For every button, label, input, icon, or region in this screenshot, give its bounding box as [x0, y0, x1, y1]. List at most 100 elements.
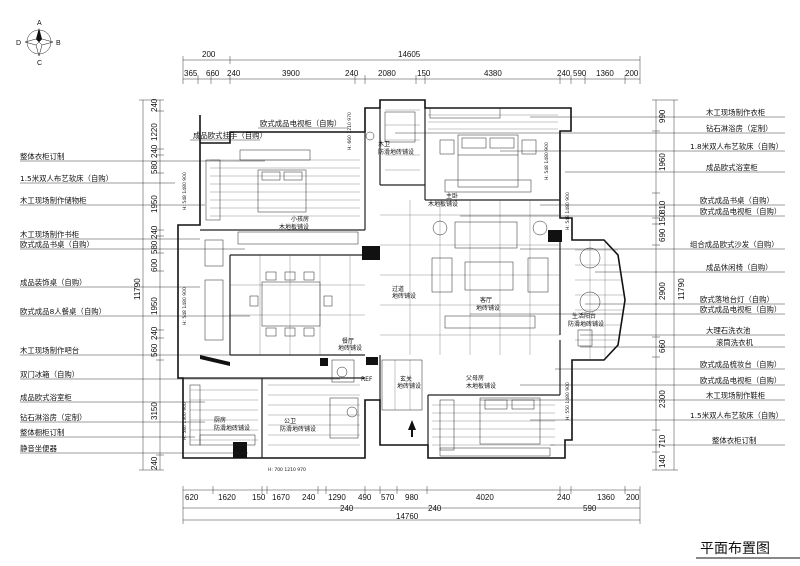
label-left-4: 木工现场制作书柜: [20, 230, 80, 239]
top-dim-12: 200: [625, 69, 639, 78]
height-tag-5: H: 548 1480 900: [565, 192, 571, 230]
compass-north-label: A: [37, 20, 42, 27]
room-second-bed-name: 父母房: [466, 374, 484, 382]
right-dimension-lines: 990 1960 810 150 690 2900 660 2300 710 1…: [652, 99, 686, 471]
room-balcony-name: 生活阳台: [572, 312, 596, 320]
label-left-7: 欧式成品8人餐桌（自购）: [20, 307, 106, 316]
height-tags: H: 660 1210 970 H: 548 1480 900 H: 548 1…: [182, 112, 571, 473]
bottom-dim-r2-2: 240: [428, 504, 442, 513]
right-dim-8: 2300: [658, 390, 667, 408]
height-tag-2: H: 548 1480 900: [182, 172, 188, 210]
room-living-name: 客厅: [480, 296, 492, 304]
height-tag-8: H: 700 1210 970: [268, 467, 306, 473]
right-dim-total: 11790: [677, 278, 686, 300]
label-right-1: 木工现场制作衣柜: [706, 108, 766, 117]
top-dimension-lines: 200 14605 365 660 240 3900 240 2080 150 …: [182, 50, 641, 84]
label-left-11: 钻石淋浴房（定制）: [20, 413, 87, 422]
label-left-2: 1.5米双人布艺软床（自购）: [20, 174, 113, 183]
furniture: [189, 107, 601, 457]
room-master-floor: 木地板铺设: [428, 200, 458, 208]
right-dim-1: 990: [658, 109, 667, 123]
room-corridor-floor: 地砖铺设: [392, 292, 416, 300]
left-dim-8: 600: [150, 258, 159, 272]
label-right-13: 欧式成品梳妆台（自购）: [700, 360, 781, 369]
right-dim-6: 2900: [658, 282, 667, 300]
right-dim-7: 660: [658, 339, 667, 353]
left-dim-1: 240: [150, 98, 159, 112]
bottom-dimension-lines: 620 1620 150 1670 240 1290 490 570 980 4…: [182, 486, 641, 524]
bottom-dim-1: 620: [185, 493, 199, 502]
label-right-4: 成品欧式浴室柜: [706, 163, 758, 172]
left-dim-13: 240: [150, 456, 159, 470]
right-dim-9: 710: [658, 434, 667, 448]
height-tag-7: H: 550 1480 900: [565, 382, 571, 420]
top-dim-11: 1360: [596, 69, 614, 78]
left-annotations: 整体衣柜订制 1.5米双人布艺软床（自购） 木工现场制作储物柜 木工现场制作书柜…: [20, 152, 340, 454]
left-dim-10: 240: [150, 326, 159, 340]
bottom-dim-total: 14760: [396, 512, 419, 521]
label-left-6: 成品装饰桌（自购）: [20, 278, 87, 287]
floor-patterns: [190, 109, 624, 446]
room-bathroom-floor: 防滑地砖铺设: [280, 425, 316, 433]
compass-west-label: D: [16, 40, 21, 47]
bottom-dim-8: 570: [381, 493, 395, 502]
label-right-8: 成品休闲椅（自购）: [706, 263, 773, 272]
top-dim-4: 3900: [282, 69, 300, 78]
top-dim-7: 150: [417, 69, 431, 78]
room-kitchen-name: 厨房: [214, 416, 226, 424]
label-right-17: 整体衣柜订制: [712, 436, 756, 445]
label-right-15: 木工现场制作鞋柜: [706, 391, 766, 400]
height-tag-4: H: 548 1480 900: [182, 287, 188, 325]
left-dim-5: 1950: [150, 195, 159, 213]
room-second-bed-floor: 木地板铺设: [466, 382, 496, 390]
room-entrance-floor: 地砖铺设: [397, 382, 421, 390]
room-labels: 木卫 防滑地砖铺设 主卧 木地板铺设 小孩房 木地板铺设 过道 地砖铺设 客厅 …: [214, 140, 604, 433]
right-dim-4: 150: [658, 212, 667, 226]
top-dim-total: 14605: [398, 50, 421, 59]
right-dim-3: 810: [658, 200, 667, 214]
bottom-dim-r2-1: 240: [340, 504, 354, 513]
bottom-dim-9: 980: [405, 493, 419, 502]
bottom-dim-7: 490: [358, 493, 372, 502]
label-right-14: 欧式成品电视柜（自购）: [700, 376, 781, 385]
right-dim-10: 140: [658, 454, 667, 468]
top-dim-10: 590: [573, 69, 587, 78]
top-dim-3: 240: [227, 69, 241, 78]
room-study-floor: 木地板铺设: [279, 223, 309, 231]
top-dim-9: 240: [557, 69, 571, 78]
left-dim-6: 240: [150, 225, 159, 239]
left-dim-total: 11790: [133, 278, 142, 300]
bottom-dim-12: 1360: [597, 493, 615, 502]
right-annotations: 木工现场制作衣柜 钻石淋浴房（定制） 1.8米双人布艺软床（自购） 成品欧式浴室…: [395, 108, 785, 446]
right-dim-5: 690: [658, 228, 667, 242]
label-top-1: 欧式成品电视柜（自购）: [260, 119, 341, 128]
label-top-2: 成品欧式挂手（自购）: [193, 131, 267, 140]
left-dimension-lines: 240 1220 240 580 1950 240 580 600 1950 2…: [133, 98, 164, 471]
drawing-title-block: 平面布置图: [696, 541, 800, 559]
label-right-16: 1.5米双人布艺软床（自购）: [690, 411, 783, 420]
left-dim-12: 3150: [150, 402, 159, 420]
room-master-name: 主卧: [446, 192, 458, 200]
left-dim-7: 580: [150, 240, 159, 254]
bottom-dim-2: 1620: [218, 493, 236, 502]
room-entrance-name: 玄关: [400, 375, 412, 383]
left-dim-11: 560: [150, 343, 159, 357]
bottom-dim-3: 150: [252, 493, 266, 502]
label-left-10: 成品欧式浴室柜: [20, 393, 72, 402]
room-corridor-name: 过道: [392, 285, 404, 293]
room-balcony-floor: 防滑地砖铺设: [568, 320, 604, 328]
label-right-2: 钻石淋浴房（定制）: [706, 124, 773, 133]
room-bathroom-name: 公卫: [284, 418, 296, 425]
bottom-dim-6: 1290: [328, 493, 346, 502]
top-dim-6: 2080: [378, 69, 396, 78]
left-dim-3: 240: [150, 144, 159, 158]
label-right-6: 欧式成品电视柜（自购）: [700, 207, 781, 216]
compass-south-label: C: [37, 60, 42, 67]
label-left-5: 欧式成品书桌（自购）: [20, 240, 94, 249]
left-dim-4: 580: [150, 160, 159, 174]
plan-walls: [177, 99, 626, 459]
label-left-13: 静音坐便器: [20, 444, 58, 453]
label-right-12: 滚筒洗衣机: [716, 338, 754, 347]
label-right-11: 大理石洗衣池: [706, 326, 751, 335]
